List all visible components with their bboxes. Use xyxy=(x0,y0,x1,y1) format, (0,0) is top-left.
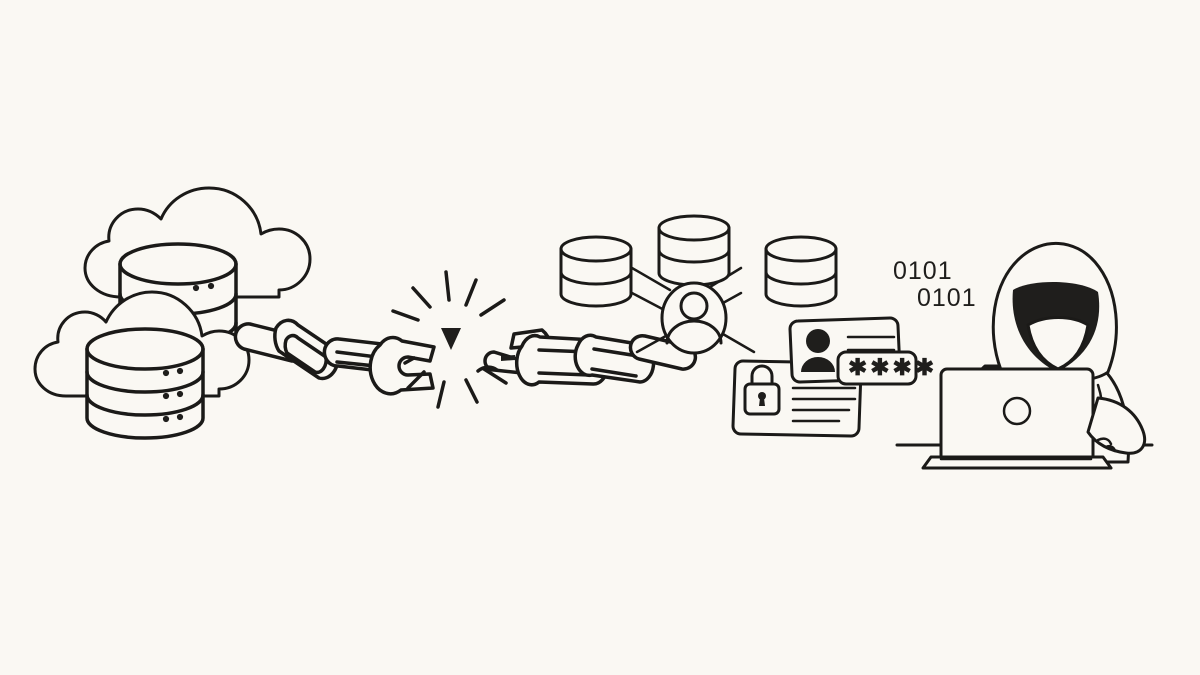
cloud-storage-group xyxy=(33,186,312,440)
laptop-icon xyxy=(921,367,1113,470)
binary-line-2: 0101 xyxy=(917,284,977,312)
network-database-right-icon xyxy=(764,235,838,308)
chain-link xyxy=(273,318,341,381)
hooded-hacker-group xyxy=(895,242,1154,470)
binary-code-group: 0101 0101 xyxy=(893,257,977,312)
password-field[interactable]: ✱✱✱✱ xyxy=(836,350,937,386)
padlock-icon xyxy=(743,364,781,416)
laptop-circle-logo-icon xyxy=(1002,396,1032,426)
user-avatar-node-icon xyxy=(660,281,728,355)
chain-left-segment xyxy=(233,318,436,396)
lock-card-text-lines xyxy=(791,386,857,423)
broken-chain-group xyxy=(233,270,698,409)
database-network-group xyxy=(559,214,838,355)
network-database-left-icon xyxy=(559,235,633,308)
database-front-icon xyxy=(85,327,205,440)
password-masked-value: ✱✱✱✱ xyxy=(848,354,937,380)
credentials-group: ✱✱✱✱ xyxy=(731,316,937,438)
break-burst-icon xyxy=(391,270,508,409)
network-database-top-icon xyxy=(657,214,731,287)
avatar-silhouette-icon xyxy=(801,329,835,372)
hacker-hands xyxy=(1086,396,1147,455)
photo-card-text-lines xyxy=(846,335,896,352)
binary-line-1: 0101 xyxy=(893,257,953,285)
shadowed-face-icon xyxy=(1012,281,1100,372)
chain-link-broken-left xyxy=(368,335,436,396)
